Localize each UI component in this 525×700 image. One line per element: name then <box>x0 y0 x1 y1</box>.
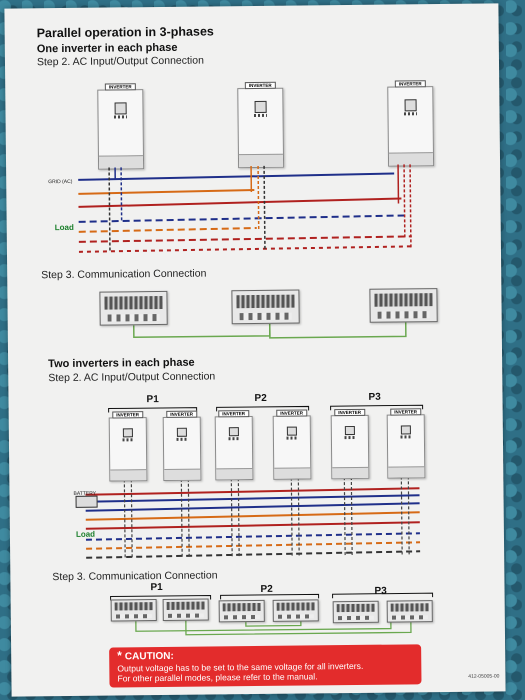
comm-board-p3-a <box>332 600 379 624</box>
comm-group-label-p2: P2 <box>260 583 273 595</box>
caution-title: CAUTION: <box>124 650 174 663</box>
comm-board-p3-b <box>386 600 433 623</box>
inverter-p3-b: INVERTER <box>386 408 426 479</box>
caution-box: *CAUTION: Output voltage has to be set t… <box>109 644 422 688</box>
caution-line-2: For other parallel modes, please refer t… <box>117 671 318 684</box>
inverter-tag: INVERTER <box>390 408 422 416</box>
comm-board-3 <box>369 288 438 323</box>
group-label-p3: P3 <box>368 391 381 403</box>
inverter-tag: INVERTER <box>334 408 366 417</box>
comm-board-p2-a <box>218 599 265 623</box>
wiring-diagram <box>78 164 434 636</box>
inverter-p2-b: INVERTER <box>272 409 312 480</box>
group-label-p2: P2 <box>254 392 267 405</box>
inverter-p1-b: INVERTER <box>162 410 202 481</box>
section2-step3: Step 3. Communication Connection <box>52 569 218 584</box>
inverter-p1-a: INVERTER <box>108 411 148 482</box>
inverter-tag: INVERTER <box>276 409 308 417</box>
comm-group-label-p3: P3 <box>374 585 387 597</box>
battery-icon <box>75 495 98 508</box>
asterisk-icon: * <box>117 648 122 663</box>
section2-heading: Two inverters in each phase <box>48 356 195 371</box>
comm-board-p1-a <box>110 599 157 622</box>
inverter-p2-a: INVERTER <box>214 410 254 481</box>
comm-group-label-p1: P1 <box>150 581 163 594</box>
load-label-2: Load <box>75 529 96 539</box>
comm-board-p1-b <box>162 598 209 621</box>
comm-board-p2-b <box>272 599 319 622</box>
inverter-p3-a: INVERTER <box>330 408 370 480</box>
manual-sheet: Parallel operation in 3-phases One inver… <box>4 3 506 697</box>
document-code: 412-05005-00 <box>468 673 500 680</box>
comm-board-2 <box>231 289 300 325</box>
inverter-tag: INVERTER <box>218 410 250 418</box>
inverter-tag: INVERTER <box>166 410 198 418</box>
comm-board-1 <box>99 290 168 326</box>
section1-step3: Step 3. Communication Connection <box>41 267 207 282</box>
group-label-p1: P1 <box>146 394 159 406</box>
inverter-tag: INVERTER <box>112 411 144 419</box>
section2-step2: Step 2. AC Input/Output Connection <box>48 370 216 385</box>
